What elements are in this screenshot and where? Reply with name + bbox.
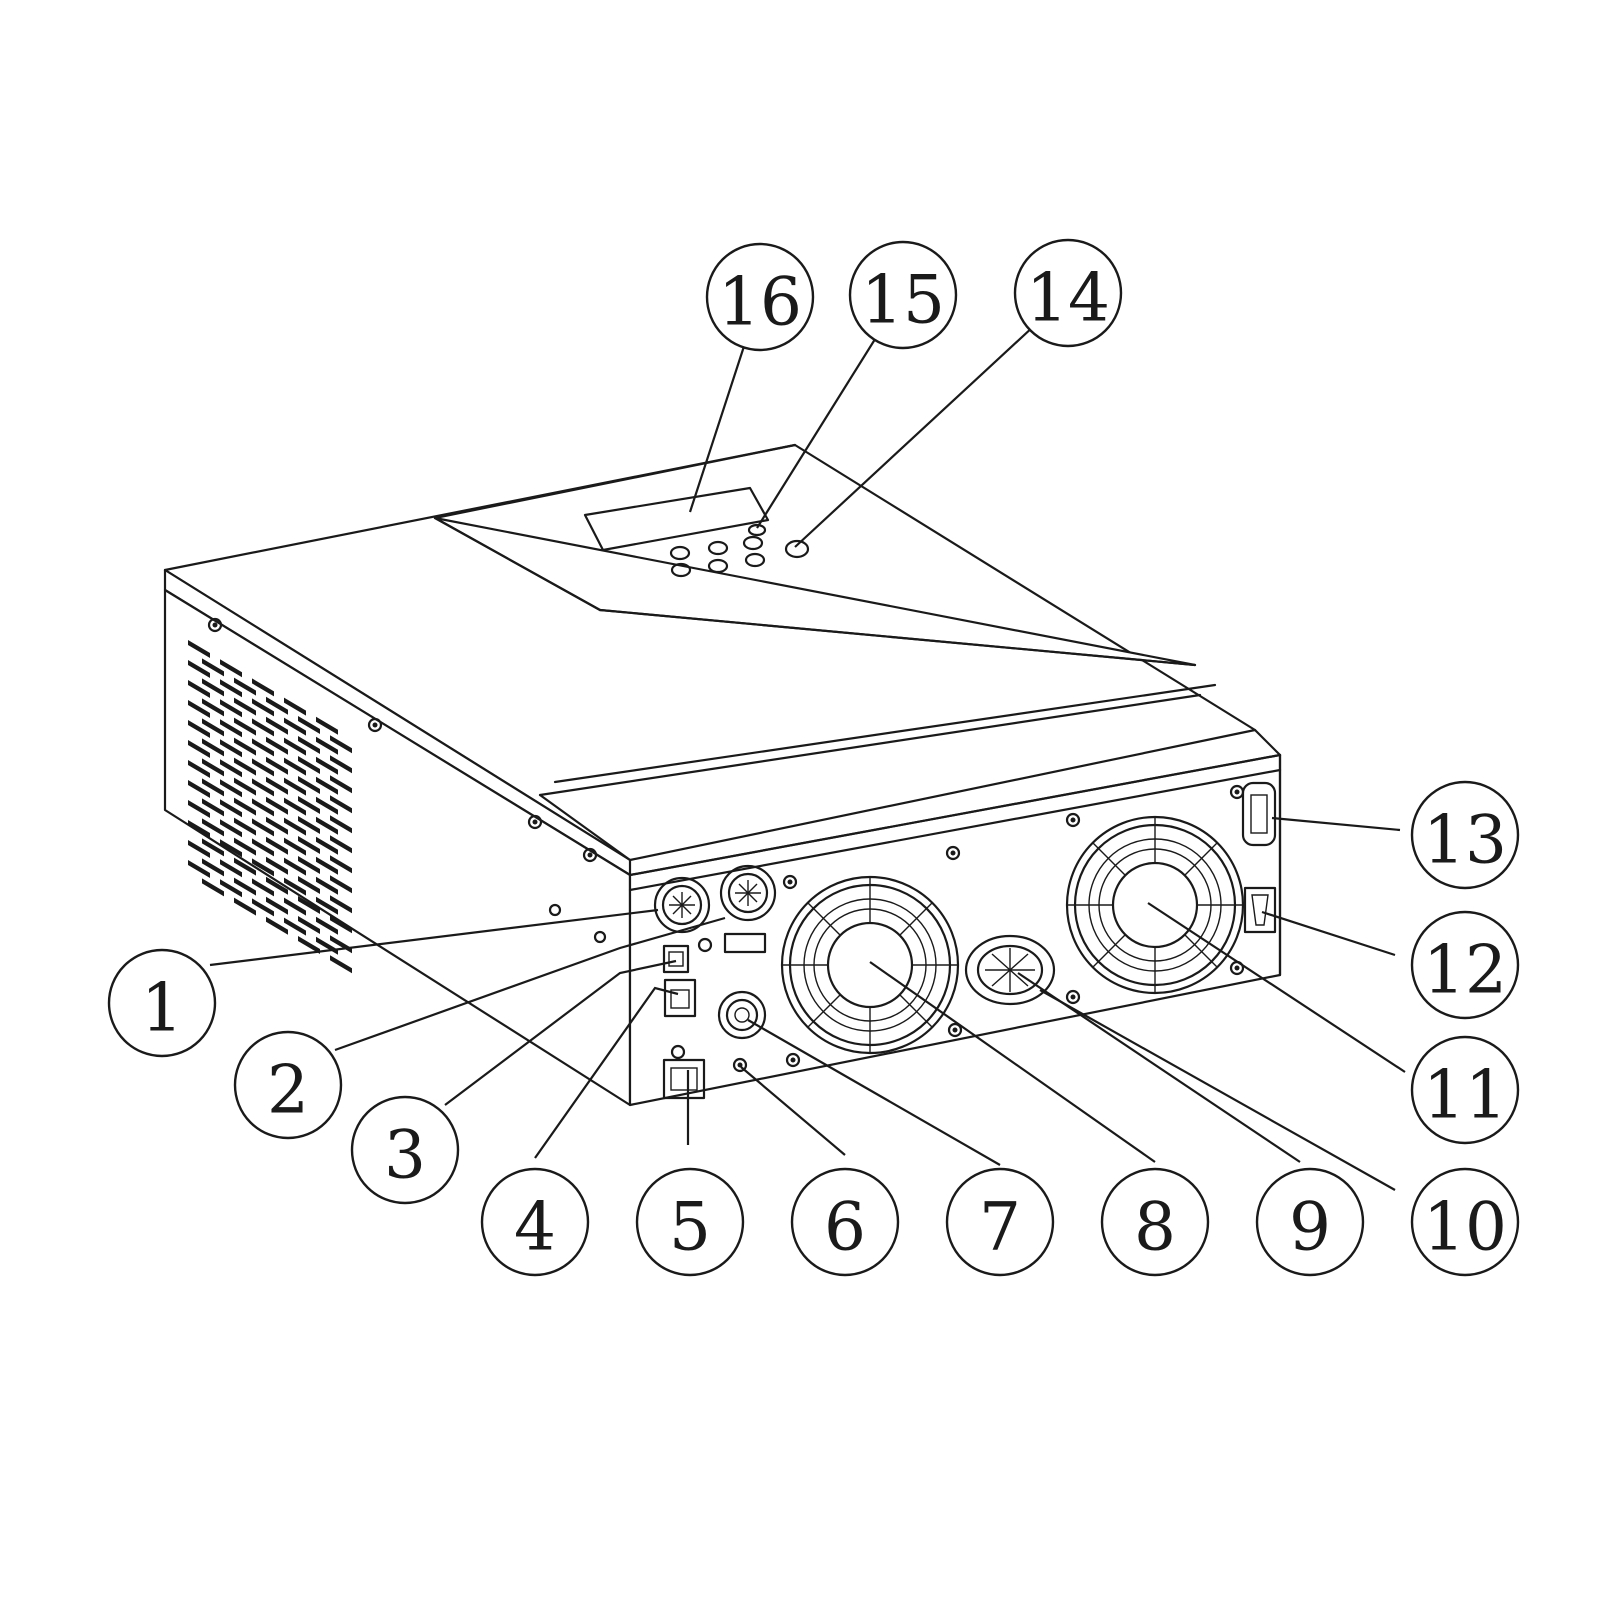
- callout-7: 7: [945, 1167, 1055, 1277]
- battery-terminal-negative[interactable]: [719, 864, 777, 922]
- callout-4: 4: [480, 1167, 590, 1277]
- rj45-port[interactable]: [663, 978, 697, 1018]
- inverter-unit: [163, 443, 1282, 1107]
- usb-port[interactable]: [662, 944, 690, 974]
- callout-5: 5: [635, 1167, 745, 1277]
- callout-10: 10: [1410, 1167, 1520, 1277]
- callout-6: 6: [790, 1167, 900, 1277]
- svg-text:1: 1: [141, 970, 183, 1047]
- callout-12: 12: [1410, 910, 1520, 1020]
- callout-14: 14: [1013, 238, 1123, 348]
- svg-text:6: 6: [824, 1189, 866, 1266]
- svg-text:7: 7: [979, 1189, 1021, 1266]
- callout-16: 16: [705, 242, 815, 352]
- svg-text:8: 8: [1134, 1189, 1176, 1266]
- ac-output-socket[interactable]: [1241, 781, 1277, 847]
- svg-text:2: 2: [267, 1052, 309, 1129]
- side-vent-grille: [188, 640, 352, 974]
- svg-text:16: 16: [718, 264, 802, 341]
- rs232-port[interactable]: [662, 1058, 706, 1100]
- callout-13: 13: [1410, 780, 1520, 890]
- button-4[interactable]: [670, 562, 692, 578]
- svg-text:5: 5: [669, 1189, 711, 1266]
- power-switch[interactable]: [1243, 886, 1277, 934]
- status-led: [747, 523, 767, 537]
- callout-15: 15: [848, 240, 958, 350]
- button-6[interactable]: [744, 552, 766, 568]
- callout-11: 11: [1410, 1035, 1520, 1145]
- button-1[interactable]: [669, 545, 691, 561]
- callout-8: 8: [1100, 1167, 1210, 1277]
- dip-switch[interactable]: [723, 932, 767, 954]
- callout-9: 9: [1255, 1167, 1365, 1277]
- svg-text:11: 11: [1423, 1057, 1507, 1134]
- svg-text:13: 13: [1423, 802, 1507, 879]
- svg-text:14: 14: [1026, 260, 1110, 337]
- svg-text:12: 12: [1423, 932, 1507, 1009]
- leader-lines: [209, 324, 1406, 1191]
- button-3[interactable]: [742, 535, 764, 551]
- svg-text:3: 3: [384, 1117, 426, 1194]
- callout-labels: 1 2 3 4 5 6 7 8 9 10 11 12 13 14 15 16: [107, 238, 1520, 1277]
- power-button[interactable]: [784, 539, 810, 559]
- callout-2: 2: [233, 1030, 343, 1140]
- callout-1: 1: [107, 948, 217, 1058]
- ac-input-cable-gland[interactable]: [964, 934, 1056, 1006]
- svg-text:9: 9: [1289, 1189, 1331, 1266]
- svg-text:4: 4: [514, 1189, 556, 1266]
- button-5[interactable]: [707, 558, 729, 574]
- button-2[interactable]: [707, 540, 729, 556]
- pv-input-connector[interactable]: [717, 990, 767, 1040]
- control-buttons: [669, 523, 810, 578]
- svg-text:15: 15: [861, 262, 945, 339]
- callout-3: 3: [350, 1095, 460, 1205]
- svg-text:10: 10: [1423, 1189, 1507, 1266]
